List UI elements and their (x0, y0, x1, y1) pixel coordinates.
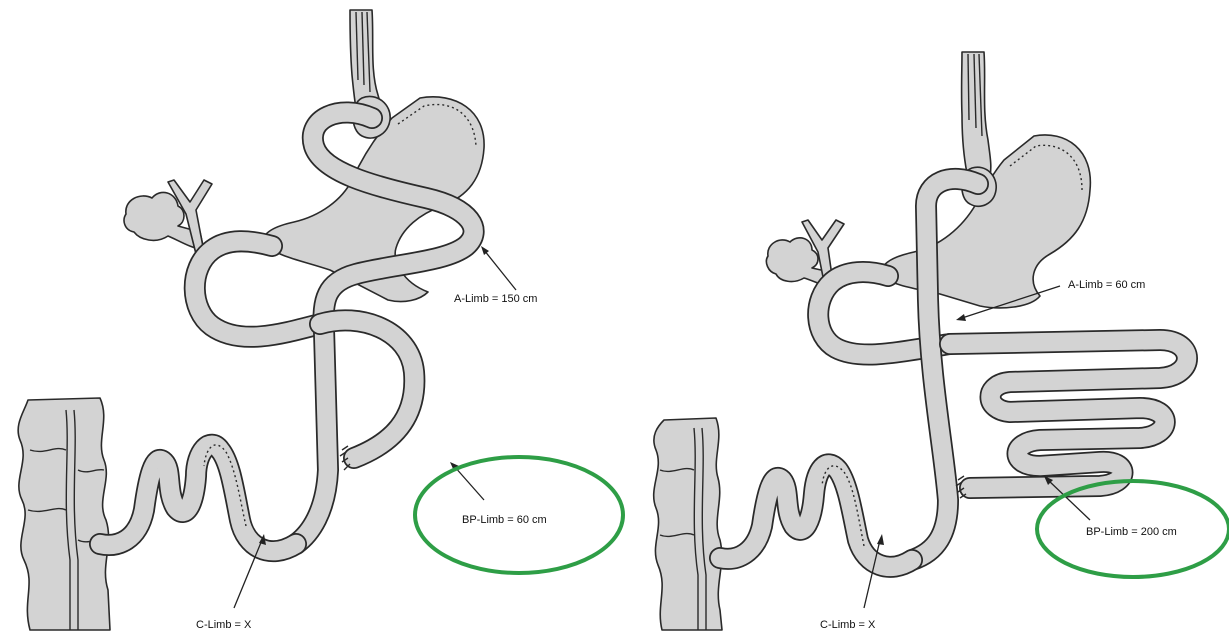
left-diagram: A-Limb = 150 cm BP-Limb = 60 cm C-Limb =… (18, 10, 623, 631)
right-esophagus (962, 52, 991, 178)
right-colon (654, 418, 722, 630)
left-colon (18, 398, 110, 630)
left-bp-limb-label: BP-Limb = 60 cm (462, 514, 547, 526)
right-diagram: A-Limb = 60 cm BP-Limb = 200 cm C-Limb =… (654, 52, 1229, 631)
left-a-limb-arrow (481, 246, 516, 290)
left-a-limb-label: A-Limb = 150 cm (454, 293, 537, 305)
left-gallbladder (124, 180, 212, 254)
right-bp-limb (950, 340, 1187, 488)
left-common-channel (100, 445, 296, 551)
left-c-limb-label: C-Limb = X (196, 619, 252, 631)
right-a-limb-label: A-Limb = 60 cm (1068, 279, 1145, 291)
right-c-limb-label: C-Limb = X (820, 619, 876, 631)
right-bp-limb-label: BP-Limb = 200 cm (1086, 526, 1177, 538)
right-common-channel (720, 464, 912, 566)
